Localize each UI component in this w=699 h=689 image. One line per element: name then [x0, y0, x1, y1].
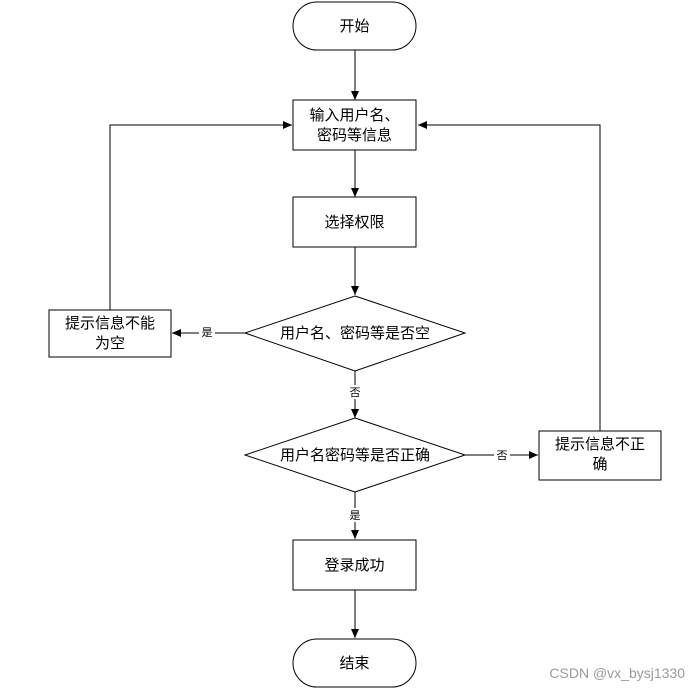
check-empty-label: 用户名、密码等是否空	[280, 324, 430, 342]
check-correct-label: 用户名密码等是否正确	[280, 446, 430, 464]
select-permission-box	[292, 196, 417, 248]
watermark: CSDN @vx_bysj1330	[549, 665, 685, 681]
empty-message-line1: 提示信息不能	[65, 314, 155, 332]
start-terminator	[292, 1, 417, 51]
edge-label-correct-yes: 是	[350, 509, 361, 522]
start-label: 开始	[339, 17, 369, 35]
empty-message-line2: 为空	[95, 334, 125, 352]
login-success-box	[292, 539, 417, 591]
edge-label-empty-yes: 是	[202, 326, 213, 339]
check-empty-decision	[243, 295, 467, 372]
input-box	[292, 99, 417, 151]
edge-label-correct-no: 否	[497, 449, 508, 462]
wrong-message-line1: 提示信息不正	[555, 435, 645, 453]
login-success-label: 登录成功	[324, 556, 384, 574]
wrong-message-line2: 确	[592, 455, 607, 473]
empty-message-box	[48, 309, 172, 358]
edge-empty-msg-to-input	[109, 121, 292, 310]
edge-label-empty-no: 否	[350, 386, 361, 399]
select-permission-label: 选择权限	[324, 213, 384, 231]
check-correct-decision	[243, 417, 467, 493]
edge-wrong-msg-to-input	[418, 121, 601, 431]
end-terminator	[292, 638, 417, 688]
input-label-line1: 输入用户名、	[309, 106, 399, 124]
input-label-line2: 密码等信息	[317, 126, 392, 144]
wrong-message-box	[538, 430, 662, 481]
end-label: 结束	[339, 654, 369, 672]
